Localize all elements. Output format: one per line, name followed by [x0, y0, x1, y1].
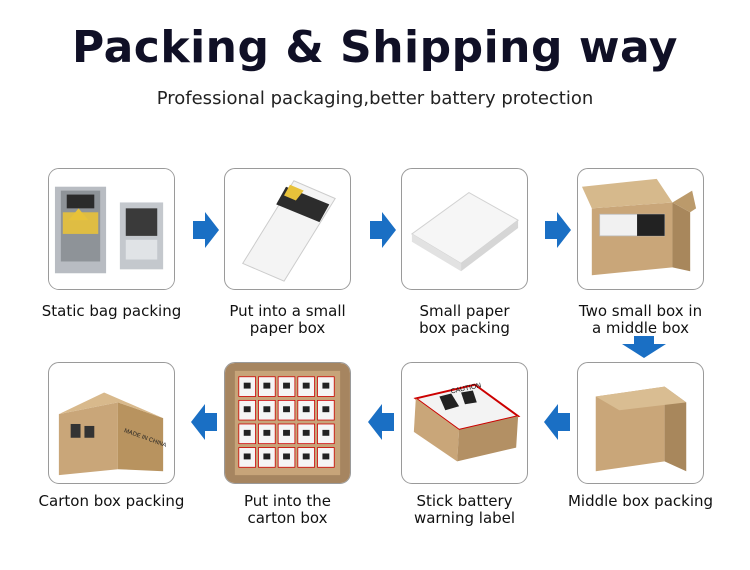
mini-warning-label	[238, 376, 256, 397]
mini-warning-label	[258, 376, 276, 397]
step-label-into-carton: Put into the carton box	[204, 493, 371, 527]
step-small-paper-box-image	[224, 168, 351, 290]
step-label-line: Two small box in	[578, 302, 703, 320]
mini-warning-label	[238, 447, 256, 468]
mini-warning-label	[238, 399, 256, 421]
step-label-middle-box: Middle box packing	[557, 493, 724, 510]
mini-warning-label	[317, 399, 335, 421]
mini-warning-label	[277, 447, 296, 468]
mini-warning-label	[238, 423, 256, 445]
step-label-line: Put into the	[243, 492, 332, 510]
arrow-right-icon	[370, 212, 396, 248]
step-label-line: paper box	[249, 319, 326, 337]
step-label-small-paper-box: Put into a small paper box	[204, 303, 371, 337]
arrow-right-icon	[545, 212, 571, 248]
step-into-carton-image	[224, 362, 351, 484]
step-two-boxes-in-middle-box-image	[577, 168, 704, 290]
arrow-left-icon	[368, 404, 394, 440]
mini-warning-label	[297, 423, 315, 445]
page-title: Packing & Shipping way	[72, 22, 678, 73]
mini-warning-label	[277, 376, 296, 397]
mini-warning-label	[277, 399, 296, 421]
arrow-left-icon	[191, 404, 217, 440]
step-label-line: box packing	[419, 319, 510, 337]
step-label-carton-box: Carton box packing	[28, 493, 195, 510]
step-label-line: carton box	[247, 509, 328, 527]
step-label-two-boxes: Two small box in a middle box	[557, 303, 724, 337]
mini-warning-label	[258, 423, 276, 445]
page-subtitle: Professional packaging,better battery pr…	[156, 88, 594, 109]
mini-warning-label	[297, 447, 315, 468]
step-label-line: warning label	[413, 509, 516, 527]
step-label-static-bag: Static bag packing	[28, 303, 195, 320]
step-label-line: Stick battery	[416, 492, 513, 510]
mini-warning-label	[317, 423, 335, 445]
mini-warning-label	[277, 423, 296, 445]
step-warning-label-image: CAUTION	[401, 362, 528, 484]
arrow-right-icon	[193, 212, 219, 248]
step-label-warning-label: Stick battery warning label	[381, 493, 548, 527]
step-label-line: Carton box packing	[38, 492, 185, 510]
step-static-bag-image	[48, 168, 175, 290]
step-label-line: Static bag packing	[41, 302, 182, 320]
step-label-line: Put into a small	[229, 302, 346, 320]
step-small-box-packing-image	[401, 168, 528, 290]
mini-warning-label	[258, 447, 276, 468]
step-label-line: a middle box	[591, 319, 690, 337]
arrow-down-icon	[622, 336, 666, 358]
arrow-left-icon	[544, 404, 570, 440]
step-label-small-box-packing: Small paper box packing	[381, 303, 548, 337]
mini-warning-label	[258, 399, 276, 421]
mini-warning-label	[317, 376, 335, 397]
step-label-line: Small paper	[419, 302, 510, 320]
step-label-line: Middle box packing	[567, 492, 714, 510]
step-carton-box-image: MADE IN CHINA	[48, 362, 175, 484]
step-middle-box-image	[577, 362, 704, 484]
mini-warning-label	[297, 376, 315, 397]
mini-warning-label	[297, 399, 315, 421]
mini-warning-label	[317, 447, 335, 468]
